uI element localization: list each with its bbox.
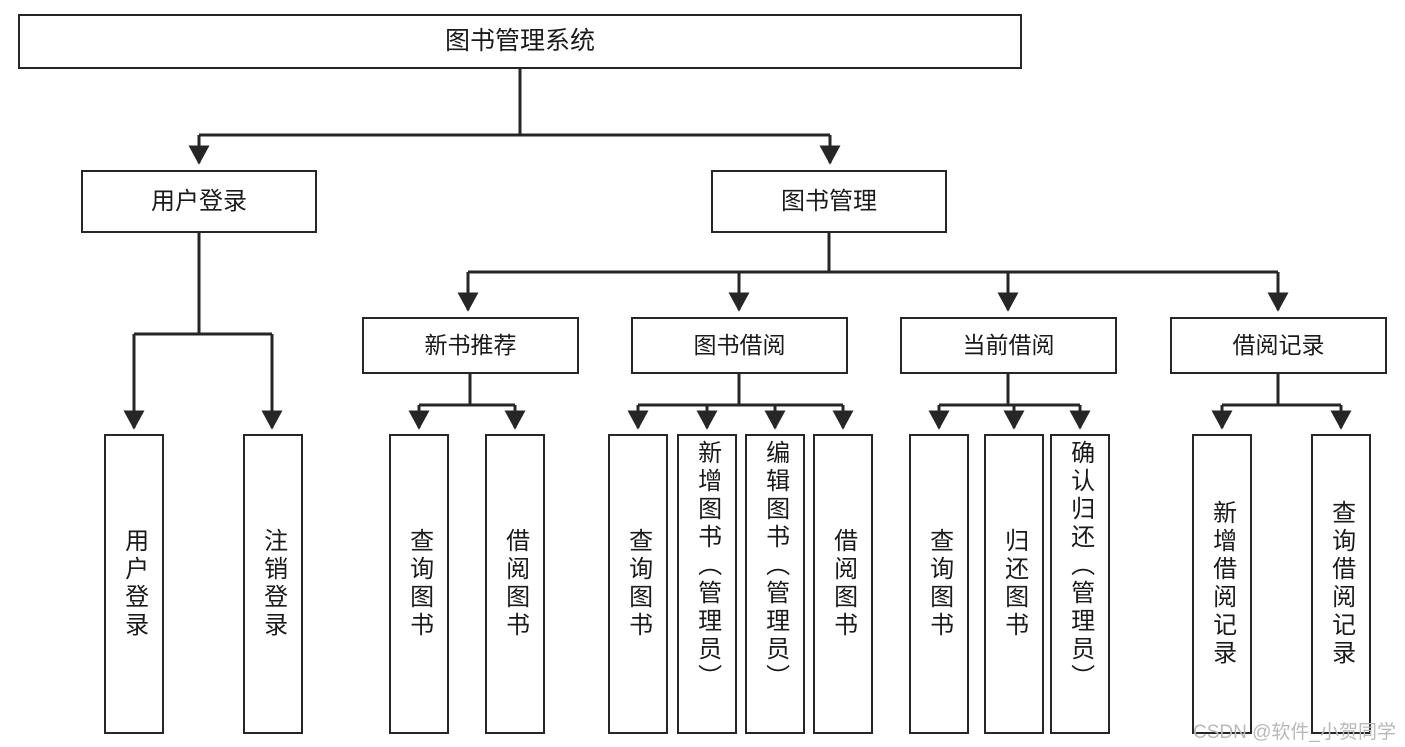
node-current-borrow[interactable]: 当前借阅	[900, 317, 1117, 374]
node-user-login[interactable]: 用户登录	[81, 170, 317, 233]
node-leaf-logout[interactable]: 注销登录	[243, 434, 303, 734]
node-book-management-label: 图书管理	[781, 187, 877, 215]
node-current-borrow-label: 当前借阅	[962, 332, 1055, 359]
node-root[interactable]: 图书管理系统	[18, 14, 1022, 69]
csdn-watermark: CSDN @软件_小贺同学	[1193, 722, 1396, 743]
node-leaf-query-book-3[interactable]: 查询图书	[909, 434, 969, 734]
node-leaf-return-book[interactable]: 归还图书	[984, 434, 1044, 734]
node-leaf-query-book-1-label: 查询图书	[405, 528, 433, 640]
node-leaf-borrow-book-1-label: 借阅图书	[501, 528, 529, 640]
node-leaf-edit-book-label: 编辑图书（管理员）	[761, 440, 789, 692]
node-leaf-query-book-2-label: 查询图书	[624, 528, 652, 640]
node-leaf-borrow-book-2-label: 借阅图书	[829, 528, 857, 640]
node-leaf-add-book[interactable]: 新增图书（管理员）	[677, 434, 737, 734]
node-leaf-user-login[interactable]: 用户登录	[104, 434, 164, 734]
node-leaf-add-book-label: 新增图书（管理员）	[693, 440, 721, 692]
node-leaf-borrow-book-2[interactable]: 借阅图书	[813, 434, 873, 734]
node-leaf-add-record-label: 新增借阅记录	[1208, 500, 1236, 668]
node-leaf-return-book-label: 归还图书	[1000, 528, 1028, 640]
node-new-book-recommend[interactable]: 新书推荐	[362, 317, 579, 374]
node-leaf-logout-label: 注销登录	[259, 528, 287, 640]
node-book-borrow-label: 图书借阅	[693, 332, 786, 359]
node-leaf-add-record[interactable]: 新增借阅记录	[1192, 434, 1252, 734]
node-new-book-recommend-label: 新书推荐	[424, 332, 517, 359]
node-leaf-query-book-1[interactable]: 查询图书	[389, 434, 449, 734]
node-root-label: 图书管理系统	[444, 27, 595, 56]
node-leaf-query-record[interactable]: 查询借阅记录	[1311, 434, 1371, 734]
node-leaf-confirm-return-label: 确认归还（管理员）	[1066, 440, 1094, 692]
node-borrow-record[interactable]: 借阅记录	[1170, 317, 1387, 374]
node-leaf-query-book-3-label: 查询图书	[925, 528, 953, 640]
node-borrow-record-label: 借阅记录	[1232, 332, 1325, 359]
node-leaf-user-login-label: 用户登录	[120, 528, 148, 640]
node-leaf-query-record-label: 查询借阅记录	[1327, 500, 1355, 668]
node-user-login-label: 用户登录	[151, 187, 247, 215]
node-leaf-query-book-2[interactable]: 查询图书	[608, 434, 668, 734]
node-book-borrow[interactable]: 图书借阅	[631, 317, 848, 374]
node-leaf-borrow-book-1[interactable]: 借阅图书	[485, 434, 545, 734]
node-leaf-confirm-return[interactable]: 确认归还（管理员）	[1050, 434, 1110, 734]
node-leaf-edit-book[interactable]: 编辑图书（管理员）	[745, 434, 805, 734]
node-book-management[interactable]: 图书管理	[711, 170, 947, 233]
